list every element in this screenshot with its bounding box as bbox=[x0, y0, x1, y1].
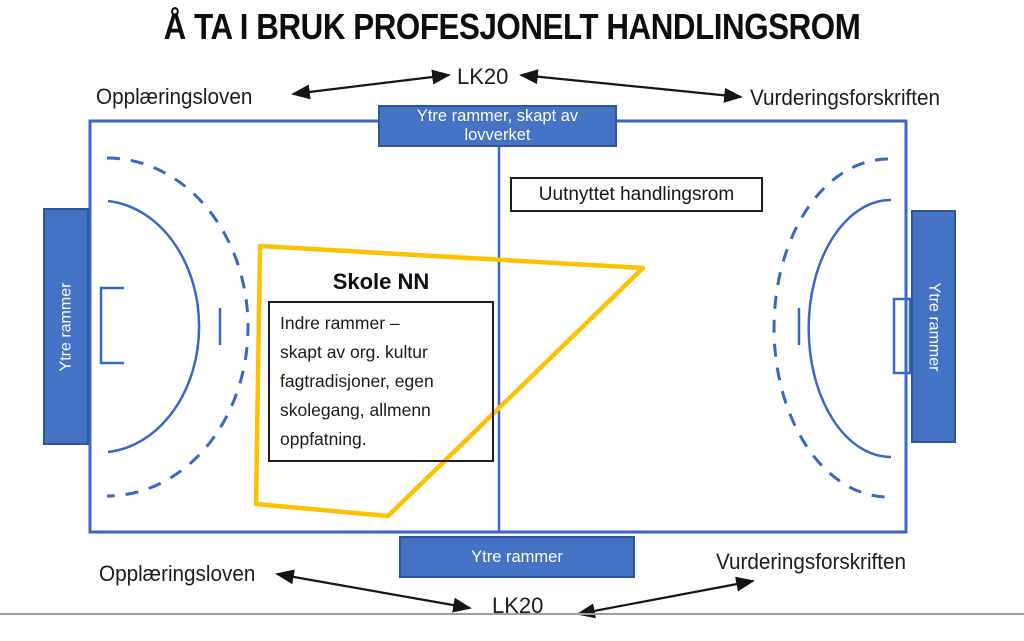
label-opplaeringsloven-top: Opplæringsloven bbox=[96, 84, 253, 109]
ytre-rammer-top-box: Ytre rammer, skapt av lovverket bbox=[378, 105, 617, 147]
arrow-bottom-lk20-opplaeringsloven bbox=[275, 569, 472, 613]
label-vurderingsforskriften-top: Vurderingsforskriften bbox=[750, 85, 941, 110]
arrow-top-lk20-opplaeringsloven bbox=[291, 69, 451, 100]
label-vurderingsforskriften-bottom: Vurderingsforskriften bbox=[716, 549, 907, 574]
left-goal-arc-solid bbox=[107, 199, 201, 454]
arrow-top-lk20-vurderingsforskriften bbox=[519, 69, 743, 103]
label-lk20-top: LK20 bbox=[457, 64, 509, 89]
ytre-rammer-right-box: Ytre rammer bbox=[911, 210, 956, 443]
indre-rammer-line: fagtradisjoner, egen bbox=[280, 371, 434, 391]
indre-rammer-line: Indre rammer – bbox=[280, 313, 400, 333]
ytre-rammer-top-line1: Ytre rammer, skapt av bbox=[416, 107, 579, 125]
left-goal bbox=[99, 286, 124, 365]
action-space-polygon bbox=[253, 243, 646, 519]
ytre-rammer-left-box: Ytre rammer bbox=[43, 208, 89, 445]
left-free-throw-arc-dashed bbox=[106, 156, 250, 498]
label-opplaeringsloven-bottom: Opplæringsloven bbox=[99, 561, 256, 586]
page-title: Å TA I BRUK PROFESJONELT HANDLINGSROM bbox=[163, 6, 861, 47]
indre-rammer-line: skapt av org. kultur bbox=[280, 342, 428, 362]
indre-rammer-box: Indre rammer – skapt av org. kultur fagt… bbox=[268, 301, 494, 462]
label-lk20-bottom: LK20 bbox=[492, 593, 544, 618]
indre-rammer-line: skolegang, allmenn bbox=[280, 400, 431, 420]
ytre-rammer-top-line2: lovverket bbox=[464, 126, 531, 144]
ytre-rammer-right-label: Ytre rammer bbox=[925, 282, 943, 371]
indre-rammer-line: oppfatning. bbox=[280, 429, 367, 449]
school-name-label: Skole NN bbox=[332, 269, 430, 294]
ytre-rammer-bottom-label: Ytre rammer bbox=[471, 547, 563, 566]
right-goal bbox=[892, 297, 912, 375]
uutnyttet-handlingsrom-box: Uutnyttet handlingsrom bbox=[510, 177, 763, 212]
arrow-bottom-lk20-vurderingsforskriften bbox=[576, 576, 755, 619]
ytre-rammer-left-label: Ytre rammer bbox=[57, 282, 74, 371]
right-goal-arc-solid bbox=[807, 198, 892, 459]
right-free-throw-arc-dashed bbox=[772, 157, 889, 499]
uutnyttet-handlingsrom-label: Uutnyttet handlingsrom bbox=[538, 183, 735, 205]
ytre-rammer-bottom-box: Ytre rammer bbox=[399, 536, 635, 578]
